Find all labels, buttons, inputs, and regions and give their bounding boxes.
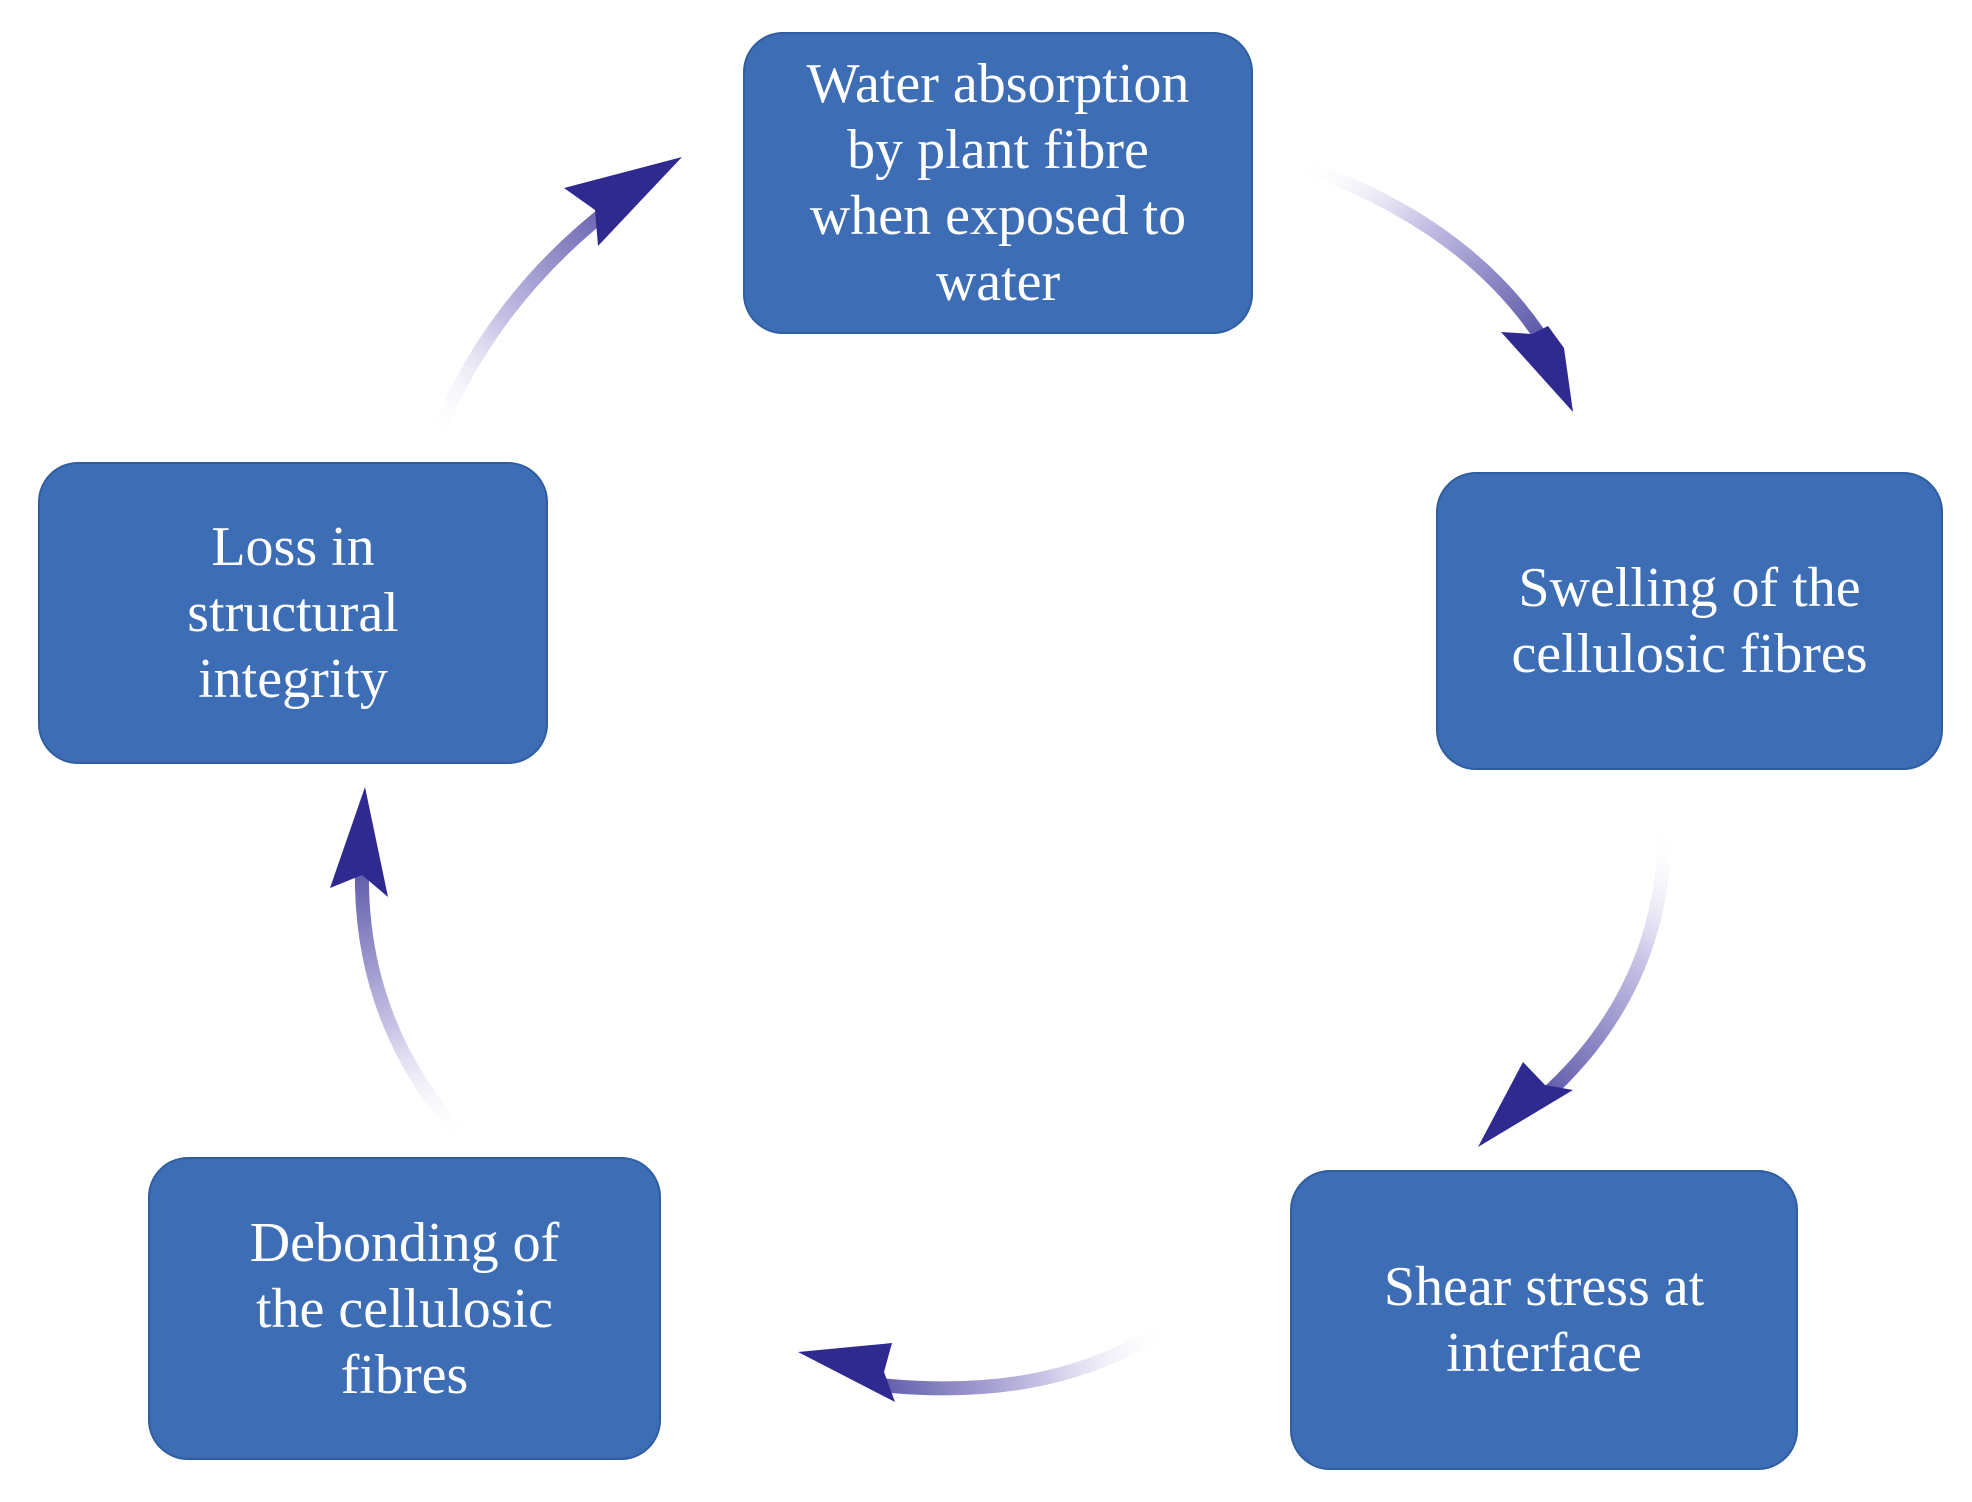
step-shear-stress: Shear stress at interface: [1290, 1170, 1798, 1470]
arrow-3-to-4: [798, 1318, 1177, 1402]
arrow-5-to-1: [428, 157, 682, 447]
step-debonding: Debonding of the cellulosic fibres: [148, 1157, 661, 1460]
arrow-4-to-5: [330, 787, 472, 1147]
step-water-absorption-label: Water absorption by plant fibre when exp…: [806, 53, 1190, 313]
step-shear-stress-label: Shear stress at interface: [1383, 1256, 1705, 1384]
step-swelling: Swelling of the cellulosic fibres: [1436, 472, 1943, 770]
step-swelling-label: Swelling of the cellulosic fibres: [1511, 557, 1868, 685]
arrow-1-to-2: [1293, 158, 1573, 412]
arrow-2-to-3: [1478, 818, 1672, 1147]
step-water-absorption: Water absorption by plant fibre when exp…: [743, 32, 1253, 334]
step-loss-integrity-label: Loss in structural integrity: [187, 516, 399, 710]
step-debonding-label: Debonding of the cellulosic fibres: [249, 1211, 560, 1406]
step-loss-integrity: Loss in structural integrity: [38, 462, 548, 764]
